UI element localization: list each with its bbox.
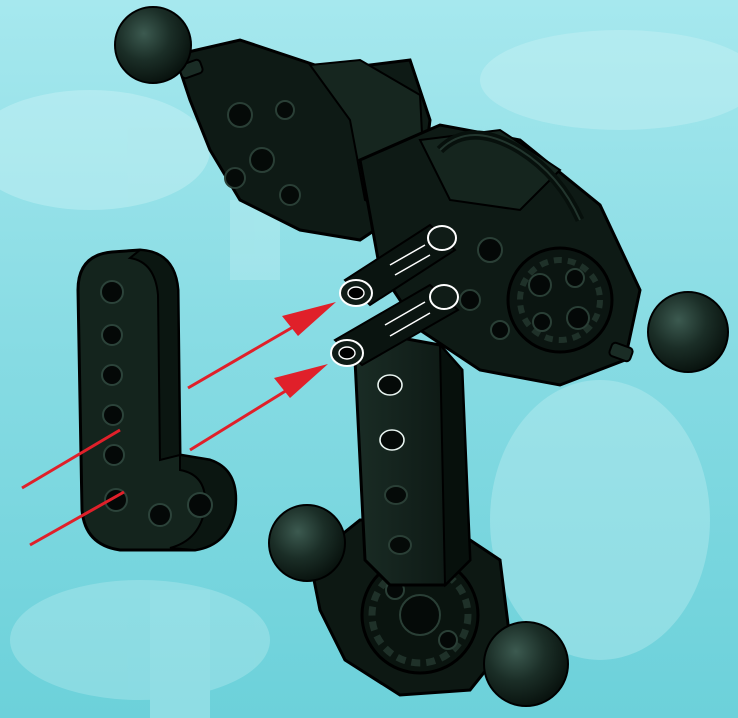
ball-joint-top-left: [115, 7, 191, 83]
ball-joint-bottom-left: [269, 505, 345, 581]
ball-joint-bottom: [484, 622, 568, 706]
ball-joint-right: [648, 292, 728, 372]
gear-frame-right: [508, 248, 612, 352]
